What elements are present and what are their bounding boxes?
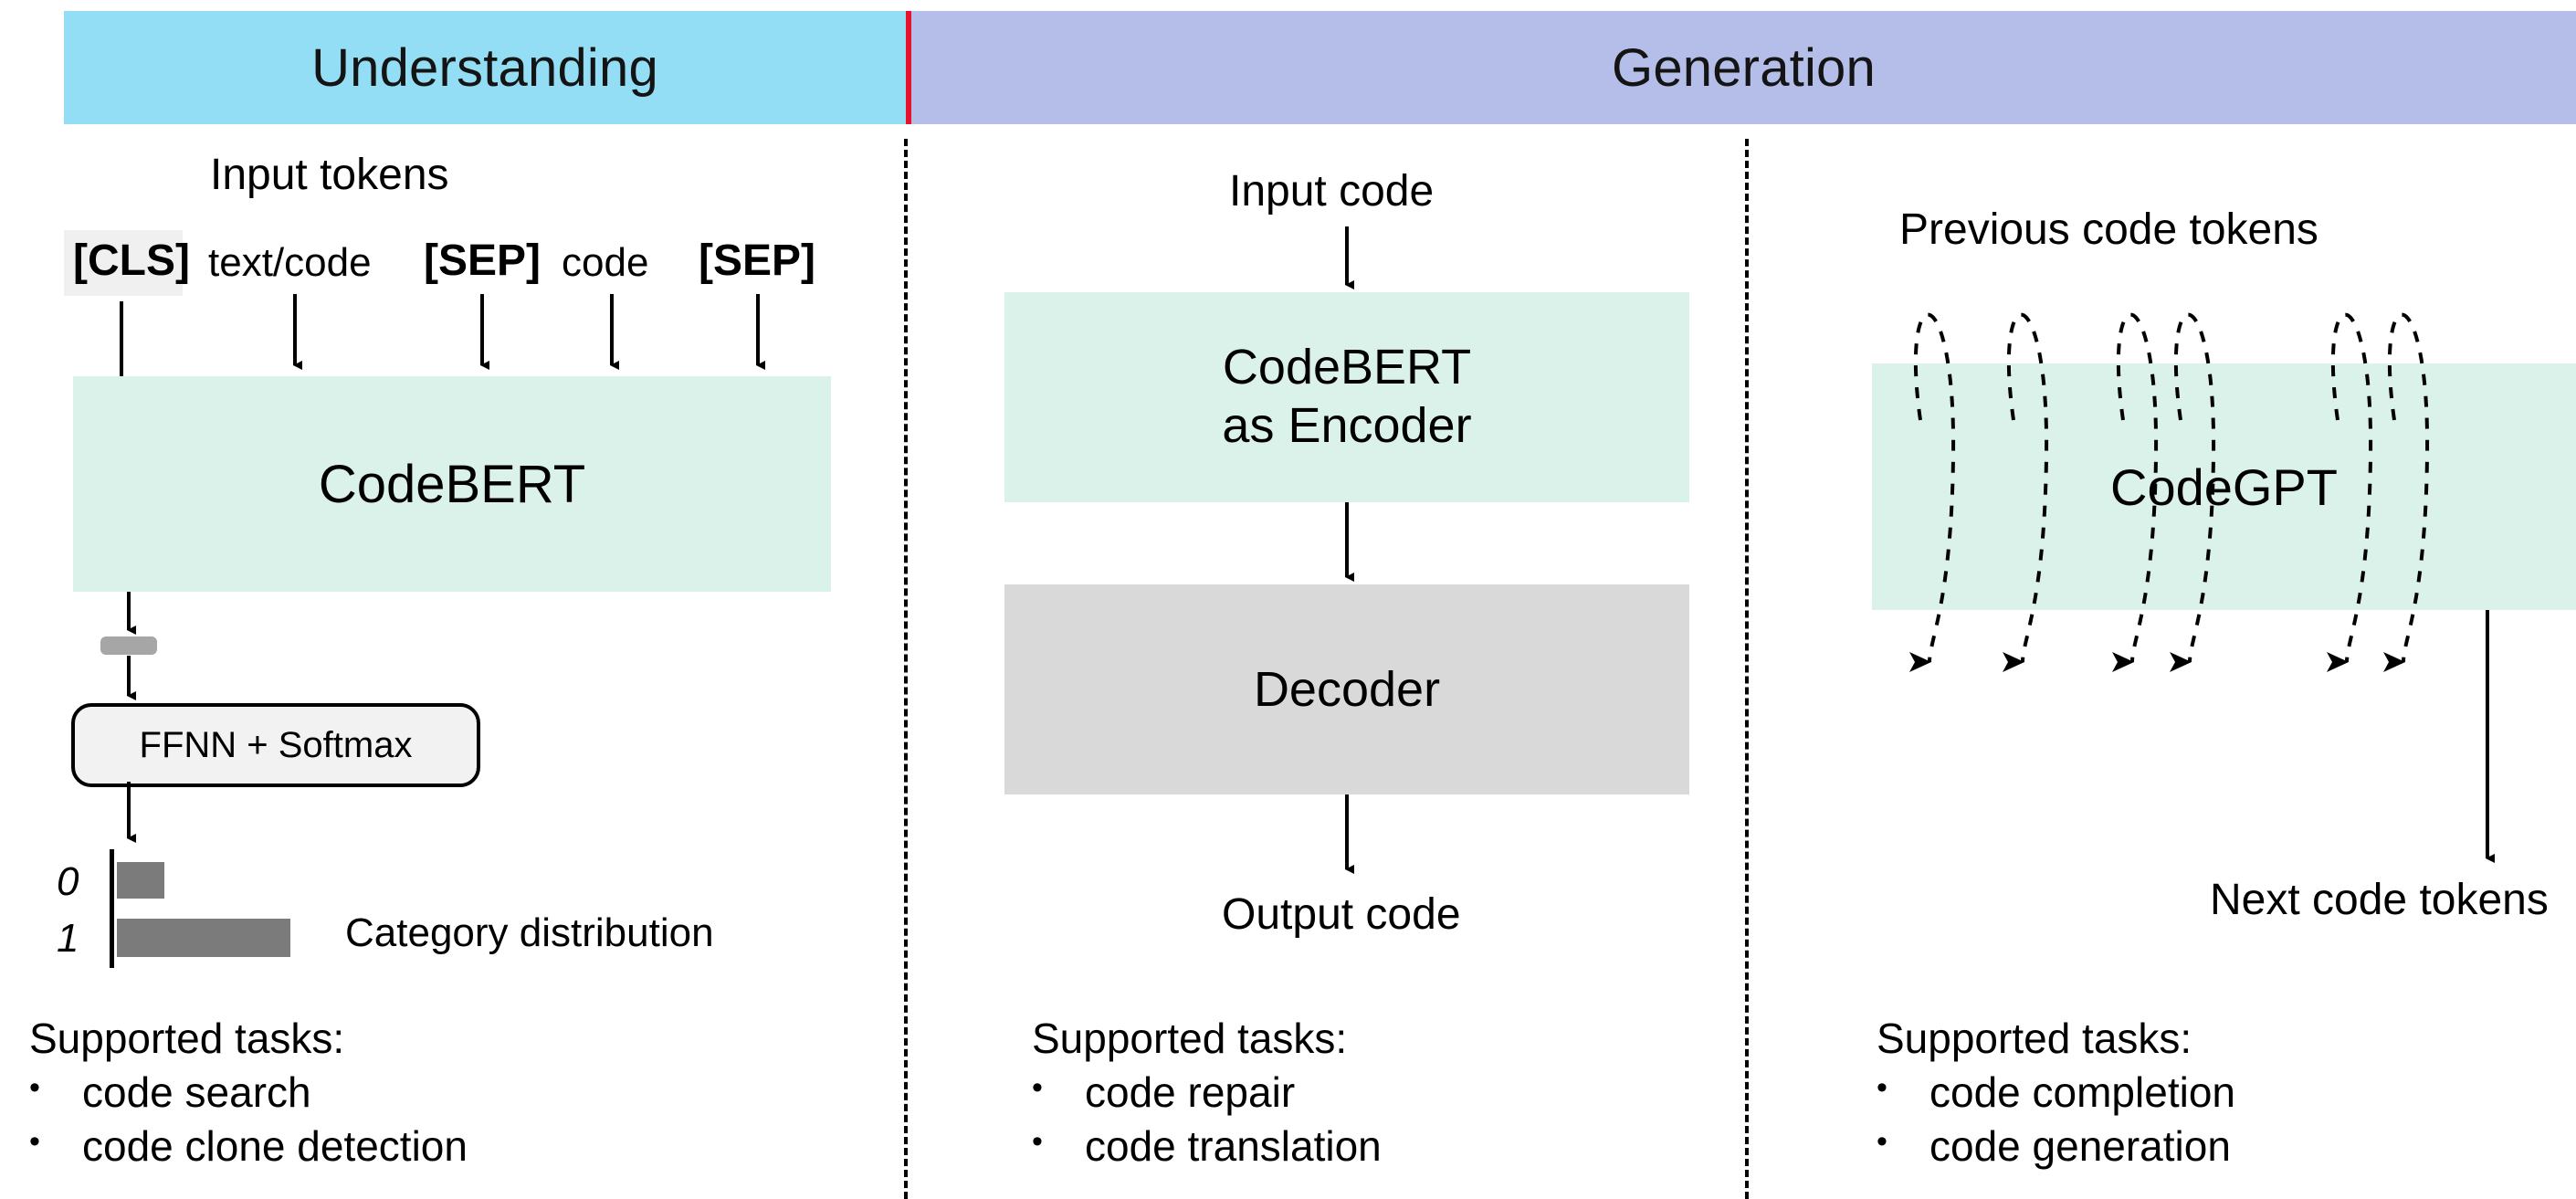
bar-chart-axis <box>110 849 114 968</box>
token-cls-highlight <box>64 230 183 296</box>
ffnn-softmax-box: FFNN + Softmax <box>71 703 480 787</box>
tasks-heading-encoder-decoder: Supported tasks: <box>1032 1015 1348 1062</box>
decoder-label: Decoder <box>1253 662 1441 717</box>
tasks-heading-understanding: Supported tasks: <box>29 1015 345 1062</box>
column-separator-2 <box>1745 139 1749 1199</box>
label-next-code-tokens: Next code tokens <box>2210 876 2549 924</box>
token-sep-2: [SEP] <box>699 237 816 285</box>
bar-label-1: 1 <box>57 916 79 961</box>
supported-tasks-encoder-decoder: Supported tasks: • code repair • code tran… <box>1032 1012 1382 1173</box>
token-sep-1: [SEP] <box>424 237 541 285</box>
list-item: • code generation <box>1877 1120 2235 1173</box>
decoder-box: Decoder <box>1004 584 1689 794</box>
supported-tasks-decoder-only: Supported tasks: • code completion • code … <box>1877 1012 2235 1173</box>
list-item: • code completion <box>1877 1066 2235 1120</box>
list-item: • code clone detection <box>29 1120 468 1173</box>
column-separator-1 <box>904 139 908 1199</box>
header-segment-understanding: Understanding <box>64 11 906 124</box>
task-label: code repair <box>1085 1068 1296 1116</box>
header-label-generation: Generation <box>1612 37 1876 98</box>
task-label: code clone detection <box>82 1121 468 1170</box>
label-output-code: Output code <box>1222 890 1461 939</box>
header-label-understanding: Understanding <box>311 37 658 98</box>
cls-vector-chip <box>100 636 157 655</box>
bullet-icon: • <box>29 1069 40 1105</box>
label-input-code: Input code <box>1229 167 1435 216</box>
task-label: code translation <box>1085 1121 1382 1170</box>
task-label: code completion <box>1929 1068 2235 1116</box>
bullet-icon: • <box>29 1123 40 1159</box>
bullet-icon: • <box>1032 1123 1043 1159</box>
supported-tasks-understanding: Supported tasks: • code search • code clon… <box>29 1012 468 1173</box>
bar-1 <box>117 919 290 957</box>
codebert-model-label: CodeBERT <box>318 454 586 514</box>
bullet-icon: • <box>1877 1069 1887 1105</box>
token-cls: [CLS] <box>73 237 190 285</box>
encoder-label-line2: as Encoder <box>1222 398 1472 453</box>
label-category-distribution: Category distribution <box>345 910 714 955</box>
tasks-list-understanding: • code search • code clone detection <box>29 1066 468 1173</box>
token-textcode: text/code <box>208 240 372 285</box>
encoder-label-line1: CodeBERT <box>1222 340 1472 395</box>
task-label: code generation <box>1929 1121 2231 1170</box>
bar-label-0: 0 <box>57 859 79 904</box>
codebert-encoder-box: CodeBERT as Encoder <box>1004 292 1689 502</box>
tasks-heading-decoder-only: Supported tasks: <box>1877 1015 2192 1062</box>
bullet-icon: • <box>1877 1123 1887 1159</box>
list-item: • code search <box>29 1066 468 1120</box>
label-previous-code-tokens: Previous code tokens <box>1899 205 2318 254</box>
list-item: • code translation <box>1032 1120 1382 1173</box>
ffnn-softmax-label: FFNN + Softmax <box>139 724 413 765</box>
header-segment-generation: Generation <box>911 11 2576 124</box>
list-item: • code repair <box>1032 1066 1382 1120</box>
bullet-icon: • <box>1032 1069 1043 1105</box>
label-input-tokens: Input tokens <box>210 151 449 199</box>
phase-header-band: Understanding Generation <box>64 11 2576 124</box>
codegpt-model-box: CodeGPT <box>1872 363 2576 610</box>
header-divider <box>906 11 911 124</box>
tasks-list-decoder-only: • code completion • code generation <box>1877 1066 2235 1173</box>
task-label: code search <box>82 1068 311 1116</box>
bar-0 <box>117 862 164 899</box>
tasks-list-encoder-decoder: • code repair • code translation <box>1032 1066 1382 1173</box>
codegpt-model-label: CodeGPT <box>2110 458 2338 516</box>
token-code: code <box>562 240 649 285</box>
codebert-model-box: CodeBERT <box>73 376 831 592</box>
